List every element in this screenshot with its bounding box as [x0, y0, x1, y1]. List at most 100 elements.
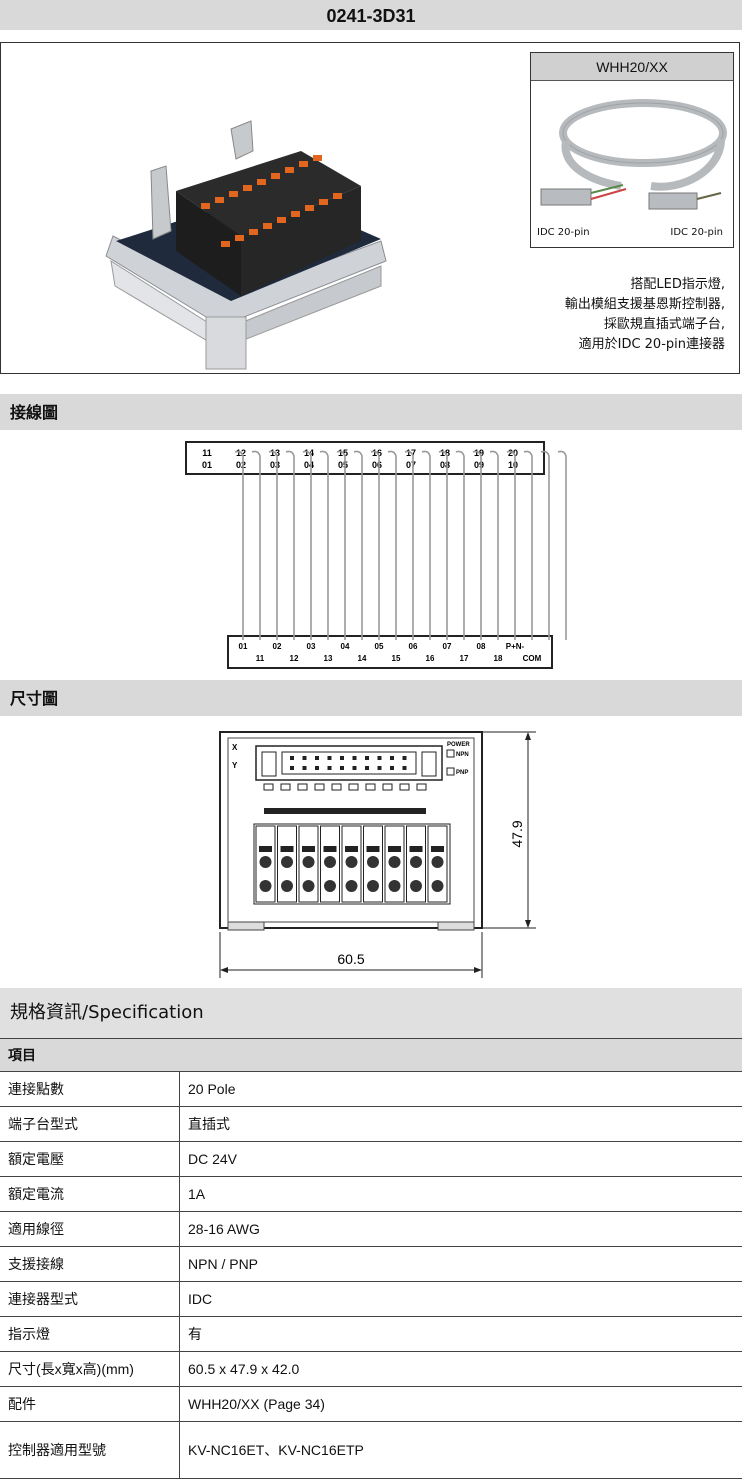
terminal-label: 01: [239, 642, 248, 651]
idc-pin: [290, 756, 294, 760]
terminal-screw: [259, 856, 272, 868]
wire: [404, 450, 414, 640]
wire: [234, 450, 244, 640]
idc-pin: [340, 766, 344, 770]
terminal-label: 06: [409, 642, 418, 651]
spec-value: 28-16 AWG: [179, 1211, 742, 1247]
axis-x-label: X: [232, 743, 238, 752]
product-description: 搭配LED指示燈, 輸出模組支援基恩斯控制器, 採歐規直插式端子台, 適用於ID…: [565, 275, 725, 355]
terminal-label: 11: [256, 654, 265, 663]
led-dark: [391, 808, 400, 814]
wire: [421, 450, 431, 640]
led-dark: [323, 808, 332, 814]
terminal-label: P+N-: [506, 642, 525, 651]
led: [348, 783, 359, 791]
wire: [353, 450, 363, 640]
table-row: 端子台型式直插式: [0, 1106, 742, 1142]
desc-line: 搭配LED指示燈,: [630, 277, 725, 292]
terminal-screw: [431, 856, 444, 868]
terminal-release: [302, 846, 315, 852]
led-dark: [417, 808, 426, 814]
terminal-release: [366, 846, 380, 852]
connector-pin-label: 04: [304, 460, 314, 470]
wire: [302, 450, 312, 640]
led: [280, 783, 291, 791]
terminal-screw: [388, 880, 401, 892]
terminal-screw: [388, 856, 401, 868]
wire: [540, 450, 550, 640]
cable-photo: [540, 99, 727, 210]
terminal-label: 05: [375, 642, 384, 651]
terminal-screw: [410, 880, 422, 892]
power-label: POWER: [447, 742, 470, 748]
terminal-release: [388, 846, 401, 852]
led-dark: [383, 808, 392, 814]
terminal-label: 13: [324, 654, 333, 663]
terminal-screw: [281, 880, 293, 892]
terminal-screw: [259, 880, 272, 892]
spec-key: 控制器適用型號: [0, 1421, 180, 1479]
dimension-section-title: 尺寸圖: [0, 680, 742, 716]
connector-pin-label: 02: [236, 460, 246, 470]
rail-foot: [437, 921, 475, 931]
table-row: 指示燈有: [0, 1316, 742, 1352]
terminal-label: 02: [273, 642, 282, 651]
led-dark: [315, 808, 324, 814]
connector-pin-label: 05: [338, 460, 348, 470]
connector-pin-label: 10: [508, 460, 518, 470]
terminal-label: COM: [523, 654, 542, 663]
wire: [268, 450, 278, 640]
wiring-diagram: 1101120213031404150516061707180819092010…: [185, 441, 567, 669]
spec-value: 60.5 x 47.9 x 42.0: [179, 1351, 742, 1387]
spec-value: 20 Pole: [179, 1071, 742, 1107]
connector-pin-label: 11: [202, 448, 212, 458]
wire: [251, 450, 261, 640]
spec-key: 支援接線: [0, 1246, 180, 1282]
spec-key: 端子台型式: [0, 1106, 180, 1142]
connector-pin-label: 08: [440, 460, 450, 470]
spec-value: KV-NC16ET、KV-NC16ETP: [179, 1421, 742, 1479]
spec-header-row: 項目: [0, 1038, 742, 1072]
led-dark: [298, 808, 307, 814]
wire: [387, 450, 397, 640]
spec-header: 項目: [0, 1038, 742, 1072]
spec-section-title: 規格資訊/Specification: [0, 988, 742, 1038]
terminal-label: 18: [494, 654, 503, 663]
led-dark: [289, 808, 298, 814]
idc-pin: [377, 756, 382, 760]
spec-key: 連接點數: [0, 1071, 180, 1107]
cable-name: WHH20/XX: [531, 53, 733, 81]
page-title: 0241-3D31: [0, 0, 742, 30]
idc-pin: [315, 756, 319, 760]
terminal-release: [409, 846, 423, 852]
terminal-label: 15: [392, 654, 401, 663]
terminal-release: [280, 846, 294, 852]
terminal-screw: [324, 856, 336, 868]
idc-pin: [365, 756, 369, 760]
connector-pin-label: 03: [270, 460, 280, 470]
led: [399, 783, 410, 791]
terminal-screw: [281, 856, 293, 868]
wire: [506, 450, 516, 640]
cable-right-label: IDC 20-pin: [670, 227, 723, 238]
terminal-screw: [302, 880, 315, 892]
spec-key: 額定電壓: [0, 1141, 180, 1177]
led: [263, 783, 274, 791]
spec-key: 配件: [0, 1386, 180, 1422]
terminal-label: 16: [426, 654, 435, 663]
terminal-screw: [345, 856, 358, 868]
led-dark: [340, 808, 349, 814]
led: [382, 783, 393, 791]
idc-pin: [352, 756, 357, 760]
product-panel: WHH20/XX IDC 20-pin IDC 20-pin 搭配LED指示燈,…: [0, 42, 740, 374]
connector-latch: [261, 751, 277, 777]
wire: [336, 450, 346, 640]
idc-pin: [377, 766, 382, 770]
idc-pin: [290, 766, 294, 770]
terminal-screw: [431, 880, 444, 892]
wire: [472, 450, 482, 640]
